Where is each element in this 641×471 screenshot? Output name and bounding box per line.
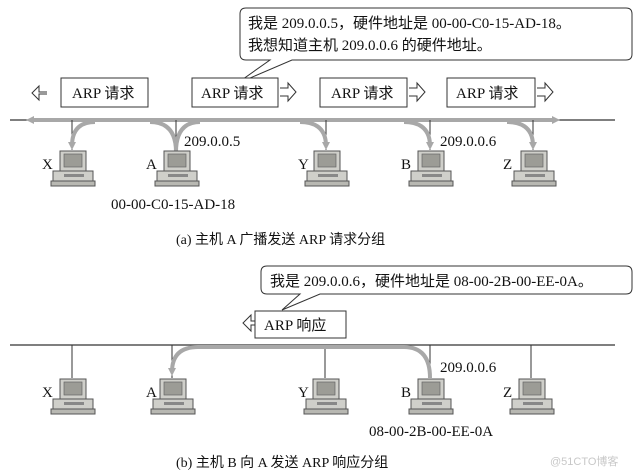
host-z-computer-b — [509, 378, 555, 415]
request-label-2: ARP 请求 — [201, 85, 263, 102]
caption-a: (a) 主机 A 广播发送 ARP 请求分组 — [176, 232, 385, 248]
host-label-b-b: B — [401, 385, 411, 401]
request-box-4: ARP 请求 — [446, 77, 554, 108]
response-label: ARP 响应 — [264, 316, 326, 334]
host-b-computer-b — [408, 378, 454, 415]
response-box: ARP 响应 — [242, 310, 347, 339]
host-label-x-b: X — [42, 385, 53, 401]
broadcast-paths-a — [68, 120, 537, 153]
request-label-4: ARP 请求 — [456, 85, 518, 102]
ip-label-b: 209.0.0.6 — [440, 360, 497, 376]
request-bubble-line1: 我是 209.0.0.5，硬件地址是 00-00-C0-15-AD-18。 — [248, 15, 571, 32]
watermark: @51CTO博客 — [550, 454, 618, 468]
host-label-x-a: X — [42, 157, 53, 173]
host-label-y-a: Y — [298, 157, 309, 173]
part-a: 我是 209.0.0.5，硬件地址是 00-00-C0-15-AD-18。 我想… — [10, 7, 633, 248]
mac-label-b: 08-00-2B-00-EE-0A — [369, 424, 493, 440]
host-label-z-a: Z — [503, 157, 512, 173]
request-label-3: ARP 请求 — [331, 85, 393, 102]
mac-label-a: 00-00-C0-15-AD-18 — [111, 197, 235, 213]
request-box-3: ARP 请求 — [319, 77, 426, 108]
host-y-computer-a — [304, 150, 350, 187]
host-x-computer-b — [50, 378, 96, 415]
request-bubble-line2: 我想知道主机 209.0.0.6 的硬件地址。 — [248, 37, 492, 54]
caption-b: (b) 主机 B 向 A 发送 ARP 响应分组 — [176, 454, 388, 471]
host-label-y-b: Y — [298, 385, 309, 401]
host-y-computer-b — [303, 378, 349, 415]
part-b: 我是 209.0.0.6，硬件地址是 08-00-2B-00-EE-0A。 AR… — [10, 265, 633, 471]
host-x-computer-a — [50, 150, 96, 187]
host-label-z-b: Z — [503, 385, 512, 401]
request-label-1: ARP 请求 — [72, 85, 134, 102]
ip-label-b-request: 209.0.0.6 — [440, 134, 497, 150]
request-speech-bubble: 我是 209.0.0.5，硬件地址是 00-00-C0-15-AD-18。 我想… — [235, 7, 633, 85]
host-z-computer-a — [511, 150, 557, 187]
host-label-a-b: A — [146, 385, 157, 401]
request-box-1: ARP 请求 — [31, 77, 149, 108]
response-path — [168, 345, 432, 379]
host-label-b-a: B — [401, 157, 411, 173]
host-b-computer-a — [408, 150, 454, 187]
response-bubble-line1: 我是 209.0.0.6，硬件地址是 08-00-2B-00-EE-0A。 — [270, 273, 593, 290]
request-box-2: ARP 请求 — [191, 77, 297, 108]
response-speech-bubble: 我是 209.0.0.6，硬件地址是 08-00-2B-00-EE-0A。 — [260, 265, 633, 311]
host-a-computer-b — [150, 378, 196, 415]
host-a-computer-a — [154, 150, 200, 187]
ip-label-a: 209.0.0.5 — [184, 134, 240, 150]
host-label-a-a: A — [146, 157, 157, 173]
